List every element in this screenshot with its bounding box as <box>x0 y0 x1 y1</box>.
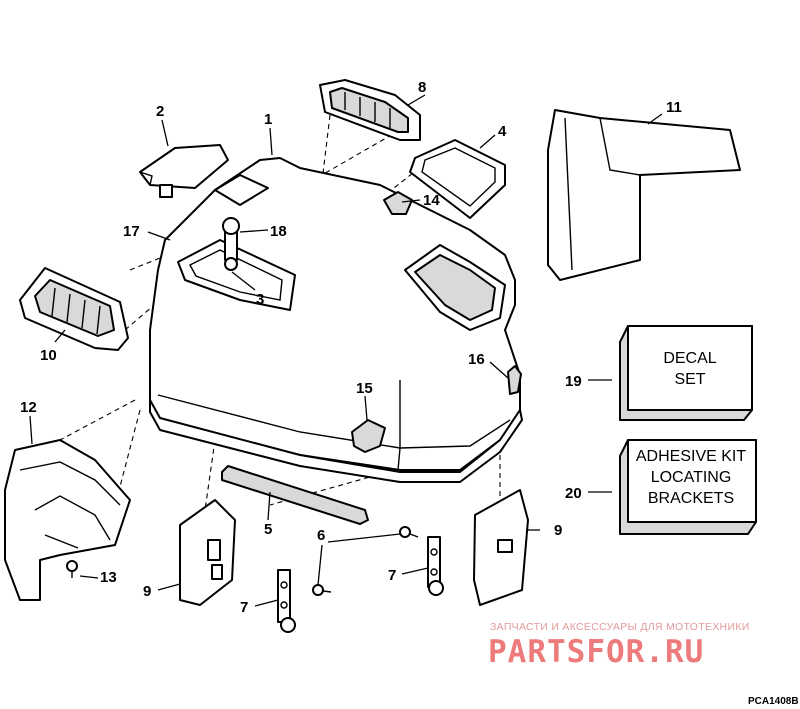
decal-patch-part <box>351 419 386 453</box>
latch-left-part <box>277 569 296 633</box>
side-panel-part <box>547 109 741 281</box>
rear-bracket-part <box>4 439 131 601</box>
callout-3: 3 <box>256 291 264 308</box>
callout-4: 4 <box>498 123 507 140</box>
callout-9-right: 9 <box>554 522 562 539</box>
decal-line-2: SET <box>674 371 705 388</box>
adhesive-line-1: ADHESIVE KIT <box>636 448 746 465</box>
callout-18: 18 <box>270 223 287 240</box>
callout-1: 1 <box>264 111 272 128</box>
side-clip-part <box>507 365 522 395</box>
callout-15: 15 <box>356 380 373 397</box>
seal-strip-part <box>221 465 369 525</box>
callout-14: 14 <box>423 192 440 209</box>
callout-20: 20 <box>565 485 582 502</box>
latch-bolt-part <box>222 217 240 271</box>
adhesive-kit-box: ADHESIVE KIT LOCATING BRACKETS <box>619 439 757 535</box>
bracket-plate-right-part <box>473 489 529 606</box>
decal-set-box: DECAL SET <box>619 325 753 421</box>
screw-13-part <box>66 560 78 578</box>
small-seal-part <box>383 191 413 215</box>
callout-17: 17 <box>123 223 140 240</box>
callout-5: 5 <box>264 521 272 538</box>
top-cowl-part <box>149 157 523 483</box>
callout-7-left: 7 <box>240 599 248 616</box>
callout-8: 8 <box>418 79 426 96</box>
callout-19: 19 <box>565 373 582 390</box>
louver-grille-part <box>19 267 129 351</box>
callout-9-left: 9 <box>143 583 151 600</box>
latch-right-part <box>427 536 444 596</box>
decal-line-1: DECAL <box>663 350 716 367</box>
callout-16: 16 <box>468 351 485 368</box>
watermark: ЗАПЧАСТИ И АКСЕССУАРЫ ДЛЯ МОТОТЕХНИКИ PA… <box>488 621 750 670</box>
callout-7-right: 7 <box>388 567 396 584</box>
callout-6: 6 <box>317 527 325 544</box>
callout-labels: 1 2 3 4 5 6 7 7 8 9 9 10 11 12 13 14 15 … <box>20 79 682 616</box>
vent-grille-part <box>319 79 421 141</box>
callout-11: 11 <box>666 99 682 116</box>
adhesive-line-3: BRACKETS <box>648 490 734 507</box>
callout-10: 10 <box>40 347 57 364</box>
adhesive-line-2: LOCATING <box>651 469 732 486</box>
watermark-subtitle: ЗАПЧАСТИ И АКСЕССУАРЫ ДЛЯ МОТОТЕХНИКИ <box>490 621 750 633</box>
watermark-brand: PARTSFOR.RU <box>488 634 704 670</box>
screw-6-part <box>312 526 419 596</box>
cover-lid-part <box>139 144 229 198</box>
figure-code: PCA1408B <box>748 696 799 707</box>
bracket-plate-left-part <box>179 499 236 606</box>
leader-lines <box>29 94 663 607</box>
seal-frame-part <box>409 139 506 219</box>
callout-2: 2 <box>156 103 164 120</box>
callout-13: 13 <box>100 569 117 586</box>
callout-12: 12 <box>20 399 37 416</box>
